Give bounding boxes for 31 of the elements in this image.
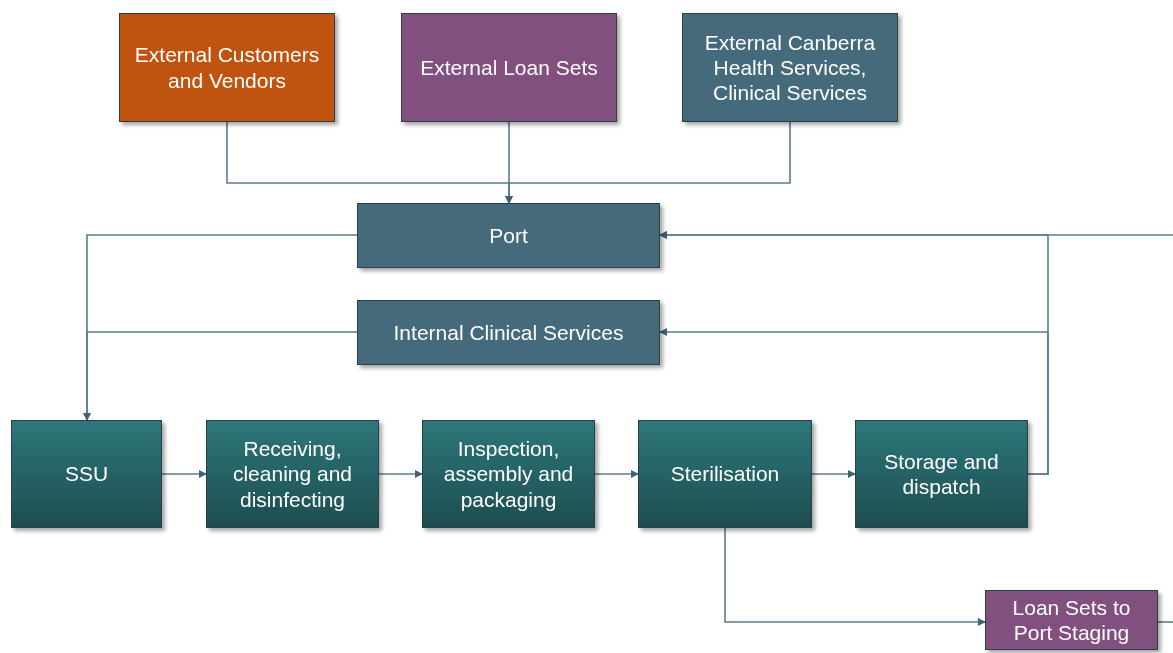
node-label: Inspection, assembly and packaging [442,436,575,512]
arrow [161,470,207,478]
process-box [11,420,162,528]
node-label: External Loan Sets [420,54,598,81]
process-box [638,420,812,528]
node-label: Port [489,222,528,249]
arrow [505,121,791,204]
node-label: Storage and dispatch [883,448,1000,500]
node-label: External Customers and Vendors [133,42,321,93]
node-label: Internal Clinical Services [393,319,624,346]
arrow [724,527,986,626]
process-box [206,420,379,528]
arrow [659,231,1173,239]
service-box [357,203,660,268]
arrow [594,470,639,478]
arrow [659,328,1049,475]
service-box [682,13,898,122]
node-label: Sterilisation [670,461,780,487]
loan-set-box [985,590,1158,650]
node-label: SSU [64,461,109,487]
node-label: Loan Sets to Port Staging [1011,594,1132,646]
arrow [378,470,423,478]
process-box [422,420,595,528]
node-label: External Canberra Health Services, Clinical Services [703,29,877,106]
source-box [119,13,335,122]
arrow [83,331,358,421]
arrow [811,470,856,478]
loan-set-box [401,13,617,122]
node-label: Receiving, cleaning and disinfecting [231,436,354,512]
service-box [357,300,660,365]
process-box [855,420,1028,528]
